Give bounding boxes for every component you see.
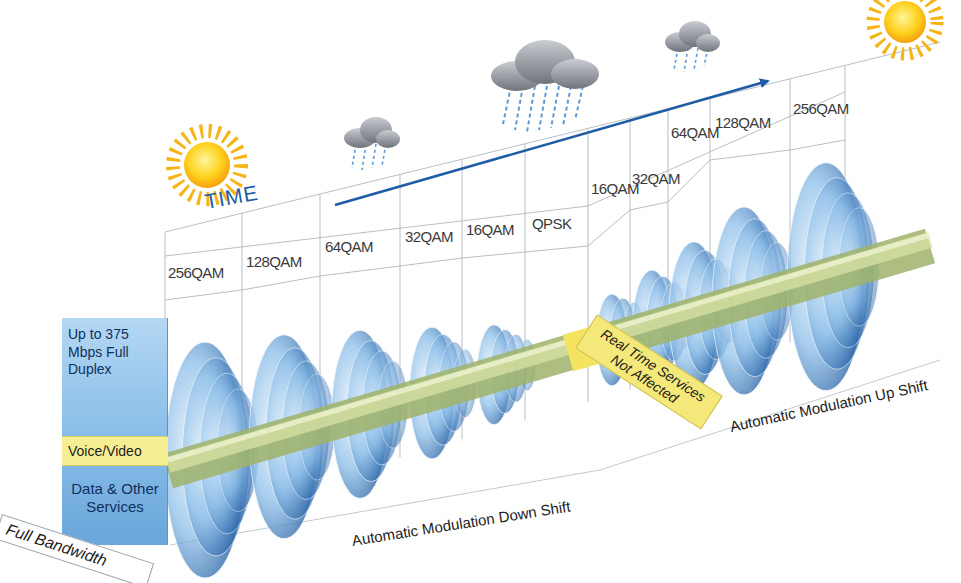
grid-line [462, 252, 525, 258]
real-time-tag: Real Time Services Not Affected [575, 314, 723, 429]
grid-line [165, 290, 242, 300]
sun-icon [873, 0, 937, 54]
modulation-label: QPSK [532, 215, 571, 232]
grid-line [668, 109, 669, 202]
modulation-label: 128QAM [715, 114, 771, 131]
real-time-pipe [168, 235, 930, 471]
grid-line [165, 232, 166, 300]
grid-line [588, 128, 589, 246]
node-text: Voice/Video [62, 437, 168, 465]
grid-line [790, 79, 791, 150]
rain-cloud-icon [665, 21, 720, 72]
grid-line [320, 266, 400, 276]
grid-line [320, 194, 321, 276]
grid-line [242, 213, 243, 290]
grid-line [525, 252, 526, 421]
grid-line [588, 210, 630, 246]
grid-line [790, 140, 845, 150]
grid-line [165, 206, 588, 256]
grid-line [525, 246, 588, 252]
storm-cloud-icon [491, 40, 599, 132]
grid-line [630, 202, 668, 210]
grid-line [242, 276, 320, 290]
modulation-label: 256QAM [168, 264, 224, 281]
node-text: Real Time Services Not Affected [576, 316, 721, 429]
modulation-label: 16QAM [466, 221, 514, 238]
rain-cloud-icon [344, 117, 400, 170]
voice-video-band: Voice/Video [62, 436, 168, 466]
modulation-label: 128QAM [246, 253, 302, 270]
modulation-label: 256QAM [793, 100, 849, 117]
data-services-band: Data & Other Services [62, 470, 168, 540]
node-text: Up to 375 Mbps Full Duplex [62, 318, 167, 379]
time-heading: TIME [203, 181, 261, 214]
time-arrow [335, 81, 768, 205]
modulation-label: 16QAM [591, 180, 639, 197]
grid-line [525, 144, 526, 252]
shift-label: Automatic Modulation Down Shift [351, 498, 572, 549]
modulation-label: 32QAM [632, 170, 680, 187]
grid-line [588, 246, 589, 402]
modulation-label: 32QAM [405, 228, 453, 245]
grid-line [462, 159, 463, 258]
modulation-label: 64QAM [671, 124, 719, 141]
modulation-label: 64QAM [325, 238, 373, 255]
grid-line [400, 174, 401, 266]
bandwidth-panel: Up to 375 Mbps Full DuplexVoice/VideoDat… [62, 318, 168, 545]
grid-line [400, 258, 462, 266]
grid-line [710, 150, 790, 160]
shift-label: Automatic Modulation Up Shift [728, 376, 929, 435]
node-text: Data & Other Services [62, 470, 168, 526]
